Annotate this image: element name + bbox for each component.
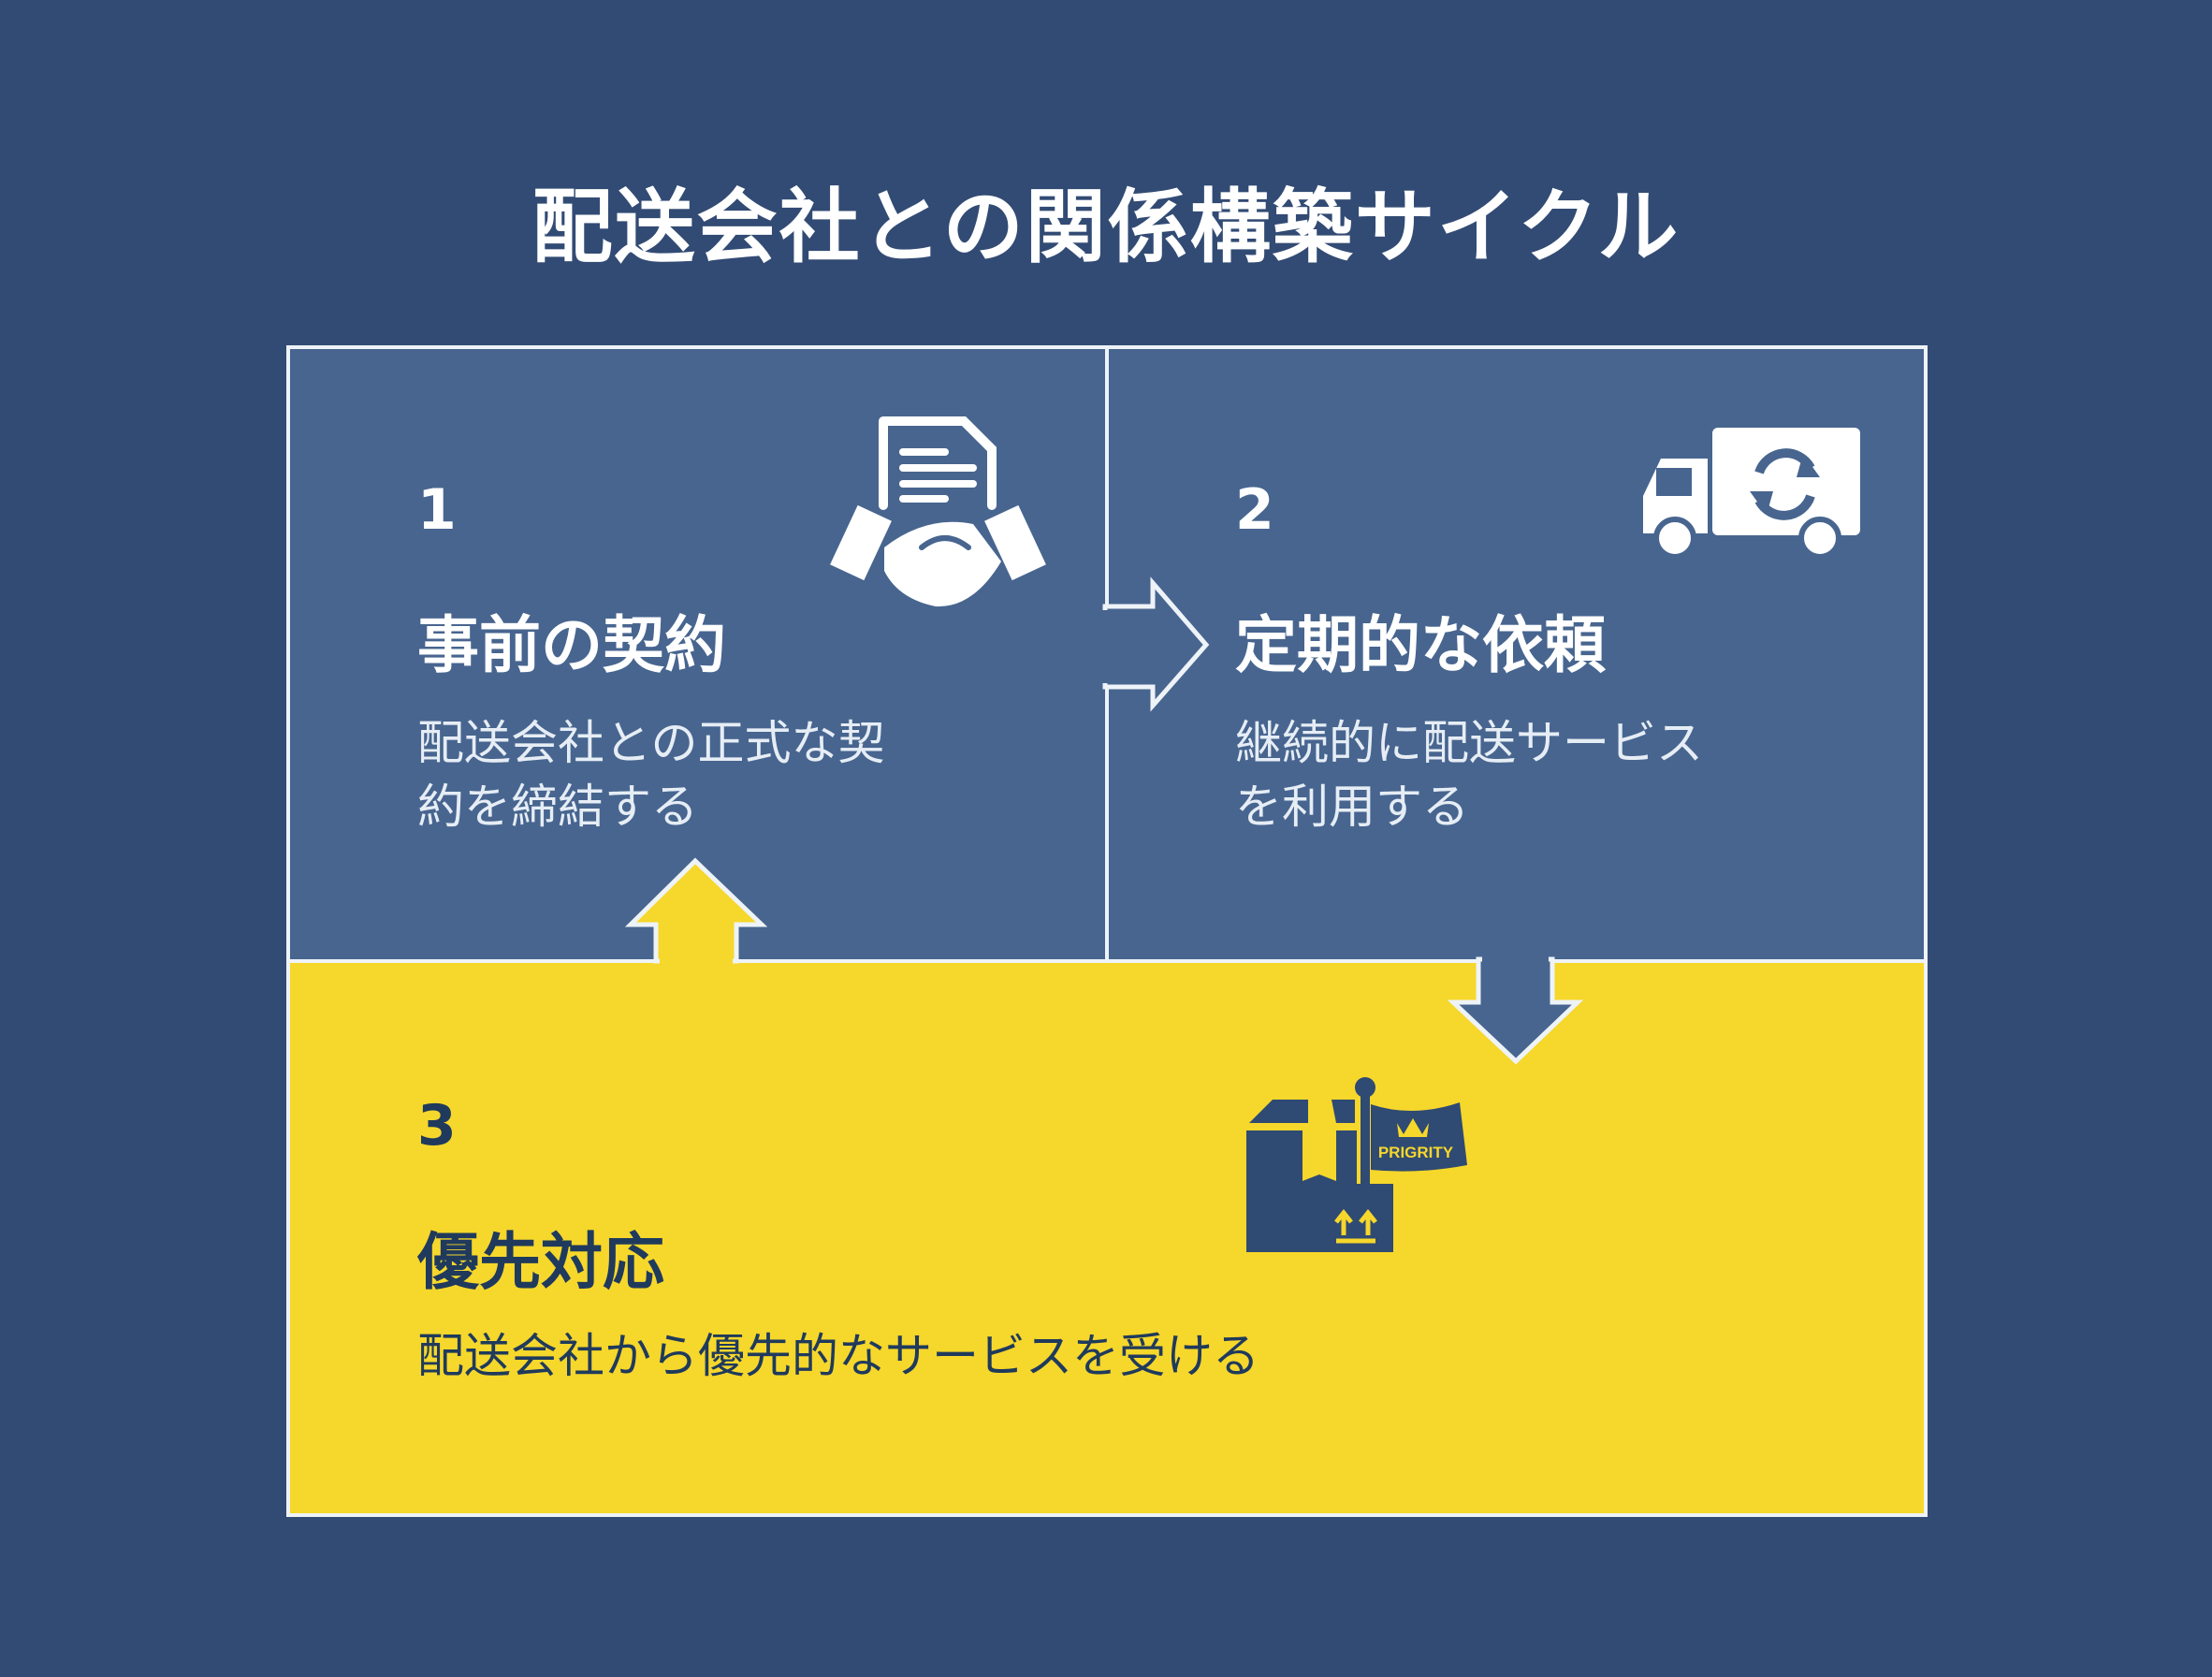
priority-flag-label: PRIGRITY [1378,1144,1454,1161]
step-2-heading: 定期的な依頼 [1235,609,1606,681]
arrow-up-icon [624,857,768,964]
arrow-down-icon [1447,956,1584,1065]
step-2-description-line: を利用する [1235,780,1469,834]
page-title: 配送会社との関係構築サイクル [531,181,1681,274]
step-2-description: 継続的に配送サービス を利用する [1235,711,1703,838]
step-3-heading: 優先対応 [417,1226,664,1298]
step-1-description: 配送会社との正式な契 約を締結する [417,711,885,838]
step-3-number: 3 [417,1093,457,1159]
step-1-description-line: 配送会社との正式な契 [417,716,885,770]
step-1-heading: 事前の契約 [417,609,726,681]
step-1-description-line: 約を締結する [417,780,698,834]
priority-box-flag-icon: PRIGRITY [1246,1077,1467,1252]
handshake-contract-icon [830,416,1046,607]
step-2-description-line: 継続的に配送サービス [1235,716,1703,770]
step-2-number: 2 [1235,477,1274,543]
step-1-panel [286,345,1106,960]
arrow-right-icon [1102,576,1210,712]
step-3-panel [286,959,1928,1517]
delivery-truck-cycle-icon [1643,428,1860,560]
step-3-description: 配送会社から優先的なサービスを受ける [417,1324,1259,1388]
step-1-number: 1 [417,477,457,543]
step-3-description-line: 配送会社から優先的なサービスを受ける [417,1329,1259,1383]
